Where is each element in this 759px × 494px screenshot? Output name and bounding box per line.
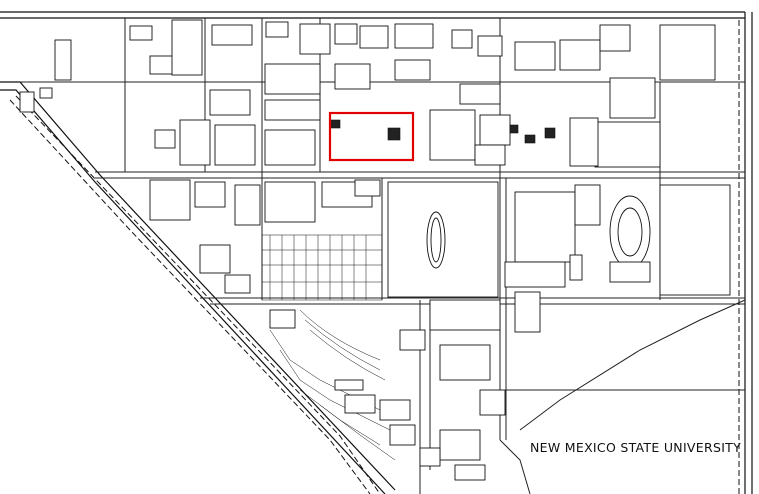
highlight-box xyxy=(328,111,415,162)
map-labels xyxy=(212,45,213,49)
buildings xyxy=(19,19,731,481)
map-caption: NEW MEXICO STATE UNIVERSITY xyxy=(530,440,742,455)
